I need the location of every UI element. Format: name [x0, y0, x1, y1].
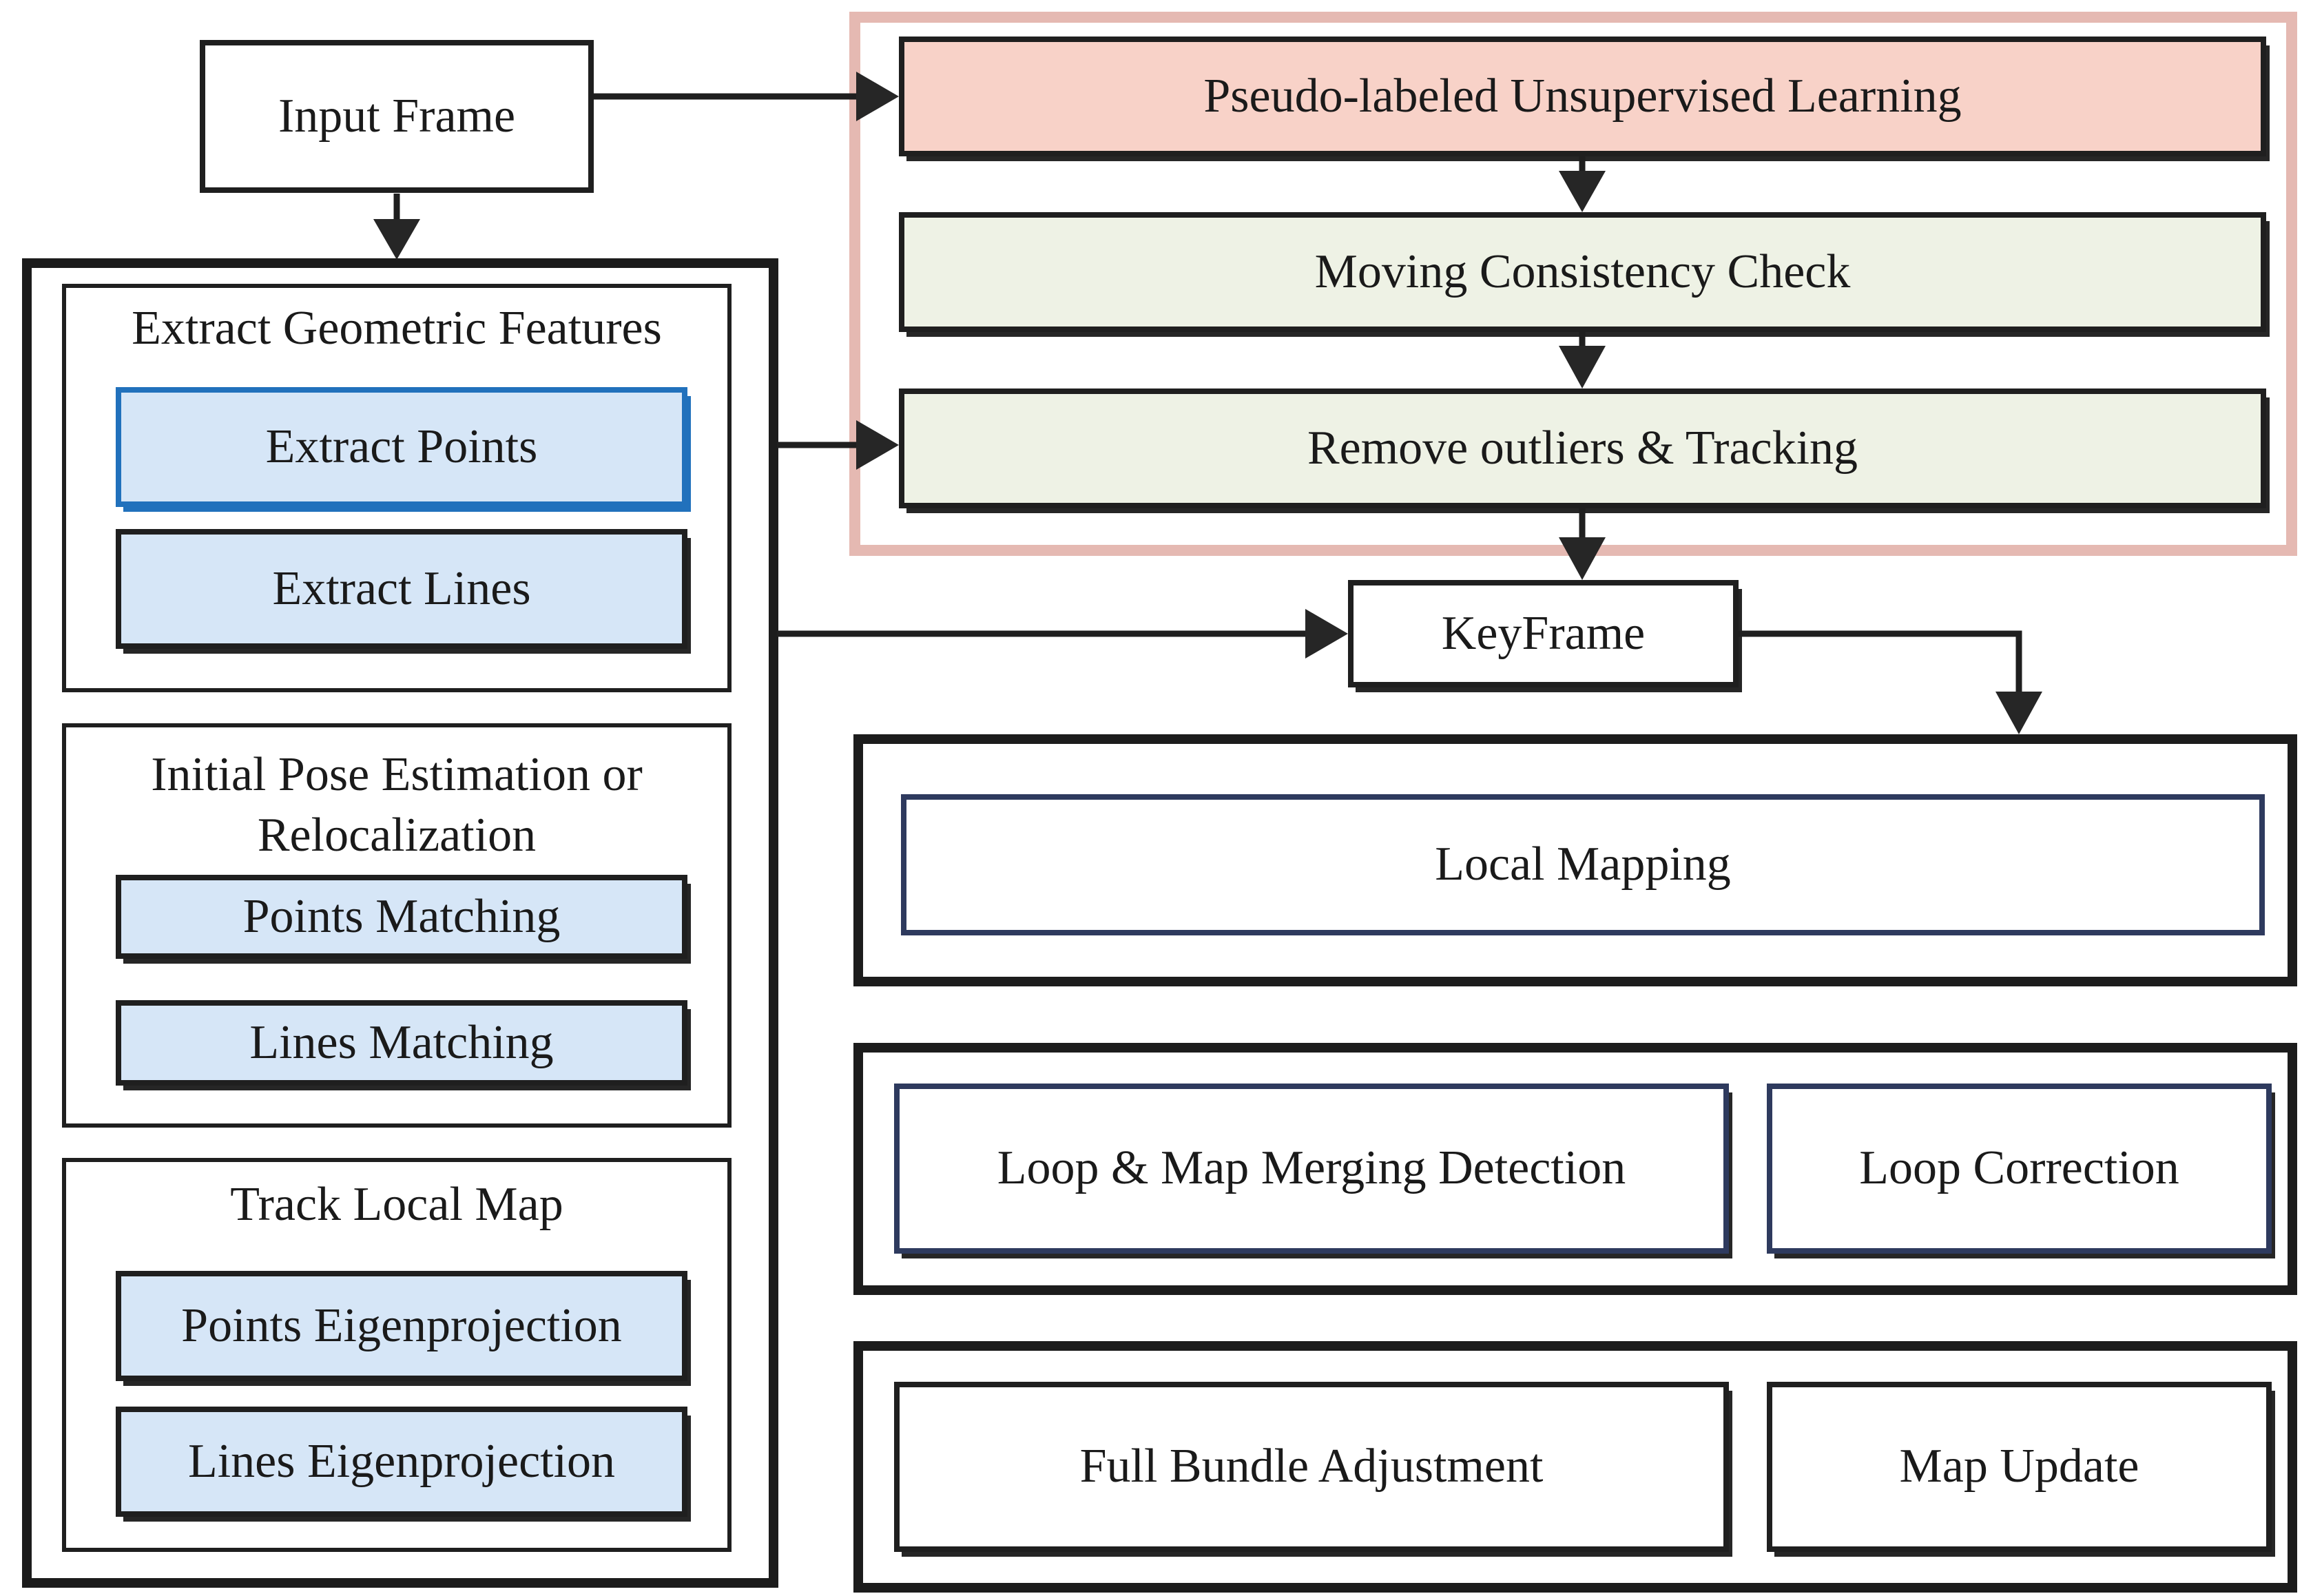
extract-points-label: Extract Points [265, 419, 538, 473]
section-extract-geometric-features: Extract Geometric Features Extract Point… [62, 284, 732, 692]
full-bundle-adjustment-node: Full Bundle Adjustment [894, 1382, 1729, 1552]
section-title-line: Track Local Map [230, 1178, 563, 1231]
section-title-line: Initial Pose Estimation or [151, 748, 643, 801]
loop-correction-node: Loop Correction [1767, 1084, 2272, 1254]
consistency-check-label: Moving Consistency Check [1314, 245, 1851, 298]
map-update-label: Map Update [1899, 1440, 2139, 1493]
section-track-local-map: Track Local Map Points Eigenprojection L… [62, 1158, 732, 1552]
local-mapping-node: Local Mapping [901, 794, 2265, 935]
tracking-panel: Extract Geometric Features Extract Point… [22, 258, 792, 1596]
points-matching-node: Points Matching [116, 875, 687, 959]
arrow-input-frame-to-tracking-panel [373, 194, 420, 260]
extract-lines-label: Extract Lines [272, 561, 531, 615]
remove-outliers-label: Remove outliers & Tracking [1307, 421, 1858, 475]
points-matching-label: Points Matching [242, 889, 561, 943]
local-mapping-container: Local Mapping [853, 734, 2302, 1000]
section-initial-pose-estimation: Initial Pose Estimation or Relocalizatio… [62, 723, 732, 1128]
lines-eigenprojection-node: Lines Eigenprojection [116, 1407, 687, 1517]
points-eigenprojection-label: Points Eigenprojection [181, 1298, 622, 1352]
input-frame-label: Input Frame [278, 89, 516, 143]
map-update-node: Map Update [1767, 1382, 2272, 1552]
arrow-keyframe-to-local-mapping [1739, 630, 2042, 734]
unsupervised-learning-container: Pseudo-labeled Unsupervised Learning Mov… [849, 12, 2297, 556]
points-eigenprojection-node: Points Eigenprojection [116, 1271, 687, 1381]
loop-detection-label: Loop & Map Merging Detection [997, 1141, 1626, 1195]
keyframe-label: KeyFrame [1441, 606, 1646, 660]
loop-detection-node: Loop & Map Merging Detection [894, 1084, 1729, 1254]
lines-matching-label: Lines Matching [249, 1015, 554, 1069]
input-frame-node: Input Frame [200, 40, 594, 193]
keyframe-node: KeyFrame [1348, 580, 1739, 687]
section-title-track-local-map: Track Local Map [66, 1174, 727, 1235]
extract-points-node: Extract Points [116, 387, 687, 507]
section-title-line2: Relocalization [257, 808, 537, 862]
loop-closing-container: Loop & Map Merging Detection Loop Correc… [853, 1043, 2302, 1309]
consistency-check-node: Moving Consistency Check [899, 212, 2266, 332]
lines-matching-node: Lines Matching [116, 1000, 687, 1086]
extract-lines-node: Extract Lines [116, 529, 687, 649]
pseudo-learning-node: Pseudo-labeled Unsupervised Learning [899, 37, 2266, 156]
full-bundle-adjustment-label: Full Bundle Adjustment [1079, 1440, 1544, 1493]
section-title-line: Extract Geometric Features [132, 302, 662, 355]
arrow-tracking-panel-to-keyframe [777, 609, 1348, 659]
section-title-extract-geometric-features: Extract Geometric Features [66, 298, 727, 359]
remove-outliers-node: Remove outliers & Tracking [899, 388, 2266, 508]
loop-correction-label: Loop Correction [1859, 1141, 2179, 1195]
local-mapping-label: Local Mapping [1435, 838, 1731, 891]
full-ba-container: Full Bundle Adjustment Map Update [853, 1341, 2302, 1596]
lines-eigenprojection-label: Lines Eigenprojection [187, 1434, 616, 1488]
pseudo-learning-label: Pseudo-labeled Unsupervised Learning [1203, 69, 1962, 123]
section-title-initial-pose-estimation: Initial Pose Estimation or Relocalizatio… [66, 745, 727, 865]
